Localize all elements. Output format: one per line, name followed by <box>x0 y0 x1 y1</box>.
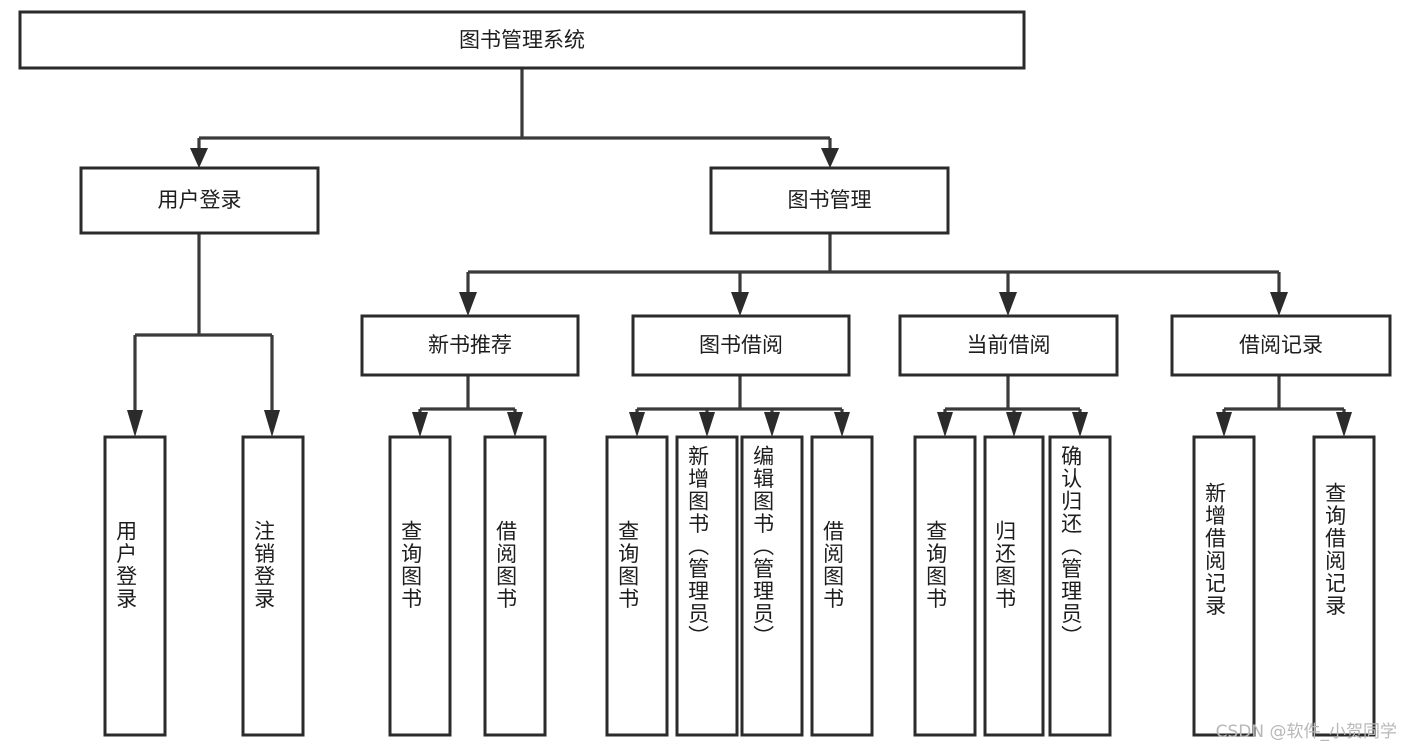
arrow-leaf-return-book <box>1006 412 1022 437</box>
leaf-query-borrow-record-box[interactable] <box>1312 435 1376 737</box>
node-root-box[interactable] <box>18 10 1026 70</box>
node-new-book-rec[interactable]: 新书推荐 <box>360 314 580 377</box>
arrow-leaf-borrow-book <box>834 412 850 437</box>
node-new-book-rec-box[interactable] <box>360 314 580 377</box>
leaf-user-login-box[interactable] <box>103 435 167 737</box>
node-current-borrow[interactable]: 当前借阅 <box>898 314 1119 377</box>
leaf-add-book-box[interactable] <box>675 435 739 737</box>
leaf-return-book-box[interactable] <box>983 435 1045 737</box>
arrow-leaf-query-book-borrow <box>629 412 645 437</box>
arrow-leaf-user-login <box>127 410 143 437</box>
arrow-leaf-query-book-rec <box>412 412 428 437</box>
arrow-user-login <box>190 148 208 168</box>
node-root-label: 图书管理系统 <box>459 28 585 52</box>
leaf-borrow-book-rec-box[interactable] <box>483 435 547 737</box>
node-borrow-record-label: 借阅记录 <box>1239 333 1323 357</box>
node-current-borrow-label: 当前借阅 <box>967 333 1051 357</box>
node-book-borrow-label: 图书借阅 <box>699 333 783 357</box>
connector-group <box>127 68 1352 437</box>
node-user-login-box[interactable] <box>79 166 320 235</box>
arrow-leaf-query-book-current <box>937 412 953 437</box>
node-root[interactable]: 图书管理系统 <box>18 10 1026 70</box>
node-user-login[interactable]: 用户登录 <box>79 166 320 235</box>
arrow-leaf-borrow-book-rec <box>507 412 523 437</box>
arrow-leaf-logout <box>264 410 280 437</box>
node-book-mgmt-label: 图书管理 <box>788 188 872 212</box>
node-user-login-label: 用户登录 <box>158 188 242 212</box>
node-current-borrow-box[interactable] <box>898 314 1119 377</box>
arrow-borrow-record <box>1270 292 1288 316</box>
node-new-book-rec-label: 新书推荐 <box>428 333 512 357</box>
node-book-borrow-box[interactable] <box>631 314 851 377</box>
node-borrow-record-box[interactable] <box>1170 314 1392 377</box>
csdn-watermark: CSDN @软件_小贺同学 <box>1215 722 1397 742</box>
node-borrow-record[interactable]: 借阅记录 <box>1170 314 1392 377</box>
node-book-borrow[interactable]: 图书借阅 <box>631 314 851 377</box>
leaf-confirm-return-box[interactable] <box>1048 435 1112 737</box>
leaf-add-borrow-record-box[interactable] <box>1192 435 1256 737</box>
leaf-query-book-rec-box[interactable] <box>388 435 452 737</box>
arrow-current-borrow <box>999 292 1017 316</box>
leaf-query-book-borrow-box[interactable] <box>605 435 669 737</box>
arrow-leaf-add-borrow-record <box>1216 412 1232 437</box>
arrow-book-borrow <box>731 292 749 316</box>
arrow-book-mgmt <box>821 148 839 168</box>
leaf-query-book-current-box[interactable] <box>913 435 977 737</box>
arrow-leaf-confirm-return <box>1072 412 1088 437</box>
node-book-mgmt[interactable]: 图书管理 <box>709 166 950 235</box>
node-book-mgmt-box[interactable] <box>709 166 950 235</box>
leaf-logout-box[interactable] <box>241 435 305 737</box>
leaf-box-group <box>103 435 1376 737</box>
leaf-borrow-book-box[interactable] <box>810 435 874 737</box>
arrow-leaf-add-book <box>699 412 715 437</box>
arrow-leaf-query-borrow-record <box>1336 412 1352 437</box>
leaf-edit-book-box[interactable] <box>740 435 804 737</box>
arrow-leaf-edit-book <box>764 412 780 437</box>
arrow-new-book-rec <box>459 292 477 316</box>
